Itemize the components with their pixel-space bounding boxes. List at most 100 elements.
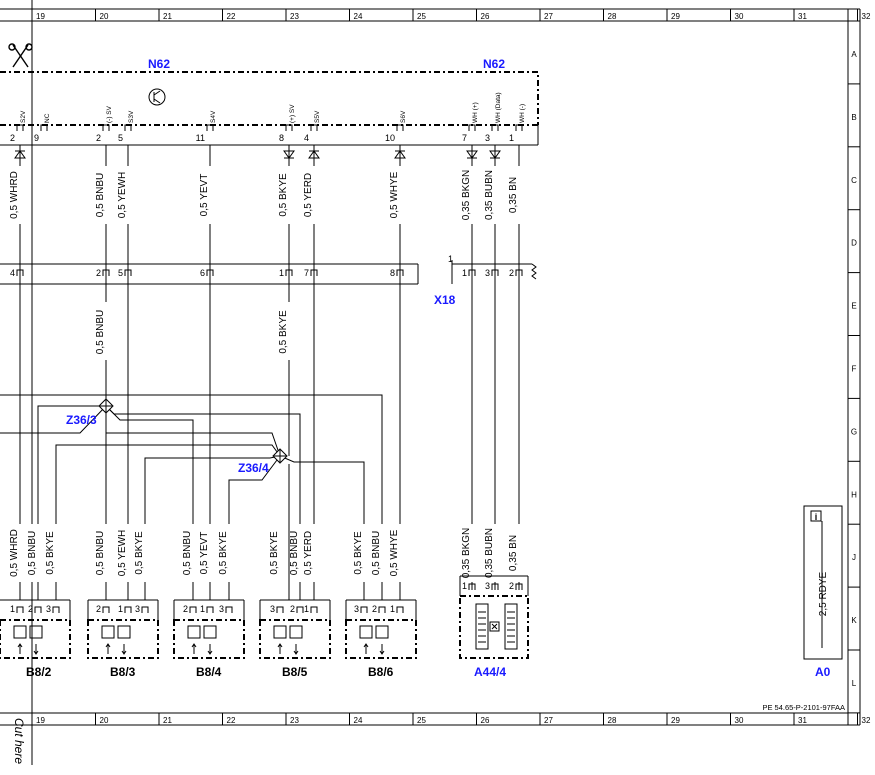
splice-z36-3-icon: [98, 398, 114, 414]
n62-pin-number: 4: [304, 133, 309, 143]
n62-pin: [102, 124, 110, 131]
sensors: [0, 599, 417, 659]
label-mask: [486, 166, 498, 224]
sensor-pin: [34, 606, 42, 613]
label-mask: [280, 302, 292, 360]
n62-pin: [310, 124, 318, 131]
wire-label: 0,5 YEWH: [117, 530, 128, 577]
wire-label: 0,5 BNBU: [289, 531, 300, 575]
row-label: F: [852, 365, 857, 374]
info-icon: i: [815, 512, 818, 522]
col-label-top: 26: [481, 12, 490, 21]
n62-pin: [16, 124, 24, 131]
connector-pin-number: 1: [462, 268, 467, 278]
label-mask: [119, 166, 131, 224]
n62-signal-name: (-) SV: [106, 105, 113, 123]
n62-signal-name: S3V: [128, 110, 135, 123]
label-mask: [305, 524, 317, 582]
sensor-b8-5: [259, 599, 331, 659]
label-mask: [280, 166, 292, 224]
n62-pin-number: 10: [385, 133, 395, 143]
label-mask: [486, 524, 498, 582]
n62-signal-name: S2V: [20, 110, 27, 123]
wire-label: 0,5 BNBU: [371, 531, 382, 575]
a44-4-module: [459, 575, 529, 659]
wire-label: 0,5 BKYE: [269, 531, 280, 575]
label-mask: [391, 166, 403, 224]
col-label-bottom: 30: [735, 716, 744, 725]
label-mask: [355, 524, 367, 582]
connector-pin: [16, 269, 24, 276]
col-label-top: 23: [290, 12, 299, 21]
col-label-top: 27: [544, 12, 553, 21]
sensor-pin-number: 2: [28, 604, 33, 614]
connector-pin: [206, 269, 214, 276]
row-ticks: [848, 20, 860, 714]
n62-pin-row: [16, 124, 523, 131]
wire-label: 0,5 BKYE: [45, 531, 56, 575]
sensor-pin: [310, 606, 318, 613]
n62-pin-number: 11: [196, 133, 205, 143]
n62-pin-number: 2: [10, 133, 15, 143]
connector-pin-number: 7: [304, 268, 309, 278]
label-mask: [463, 166, 475, 224]
n62-label-right: N62: [483, 57, 505, 71]
x18-label: X18: [434, 293, 456, 307]
z36-3-label: Z36/3: [66, 413, 97, 427]
row-label: H: [851, 490, 857, 499]
n62-pin-number: 8: [279, 133, 284, 143]
a44-pin-number: 2: [509, 581, 514, 591]
label-mask: [201, 524, 213, 582]
n62-signal-name: NC: [44, 113, 51, 123]
wire-label: 0,5 YEVT: [199, 532, 210, 575]
n62-pin: [206, 124, 214, 131]
wire-label: 0,5 BKYE: [278, 173, 289, 217]
col-label-top: 31: [798, 12, 807, 21]
label-mask: [97, 166, 109, 224]
n62-signal-name: S6V: [400, 110, 407, 123]
sensor-pin-number: 3: [46, 604, 51, 614]
sensor-pin: [52, 606, 60, 613]
col-label-bottom: 31: [798, 716, 807, 725]
signal-arrows: [14, 150, 501, 159]
col-label-top: 25: [417, 12, 426, 21]
connector-pin-number: 5: [118, 268, 123, 278]
a44-pin-number: 3: [485, 581, 490, 591]
column-labels: 1919202021212222232324242525262627272828…: [36, 12, 871, 725]
splice-network: [0, 394, 383, 526]
wire-label: 0,5 BNBU: [95, 531, 106, 575]
n62-pin: [468, 124, 476, 131]
sensor-pin-number: 1: [10, 604, 15, 614]
row-label: C: [851, 176, 857, 185]
splice-z36-4-icon: [272, 448, 288, 464]
col-label-bottom: 25: [417, 716, 426, 725]
col-label-top: 29: [671, 12, 680, 21]
wire-label: 0,5 BNBU: [95, 310, 106, 354]
row-label: B: [851, 113, 856, 122]
label-mask: [184, 524, 196, 582]
sensor-pin: [206, 606, 214, 613]
col-label-top: 20: [100, 12, 109, 21]
col-label-top: 24: [354, 12, 363, 21]
a44-4-label: A44/4: [474, 665, 506, 679]
sensor-pin: [16, 606, 24, 613]
n62-pin-number: 7: [462, 133, 467, 143]
connector-pin-number: 2: [96, 268, 101, 278]
label-mask: [29, 524, 41, 582]
n62-pin: [40, 124, 48, 131]
connector-pin: [515, 269, 523, 276]
col-label-top: 21: [163, 12, 172, 21]
wire-label: 0,35 BUBN: [484, 170, 495, 220]
n62-pin-number: 1: [509, 133, 514, 143]
drawing-frame: [0, 0, 861, 765]
n62-signal-name: WH (Data): [495, 92, 502, 123]
wire-label: 0,5 BKYE: [353, 531, 364, 575]
b8-2-label: B8/2: [26, 665, 52, 679]
connector-pin: [124, 269, 132, 276]
z36-4-label: Z36/4: [238, 461, 269, 475]
